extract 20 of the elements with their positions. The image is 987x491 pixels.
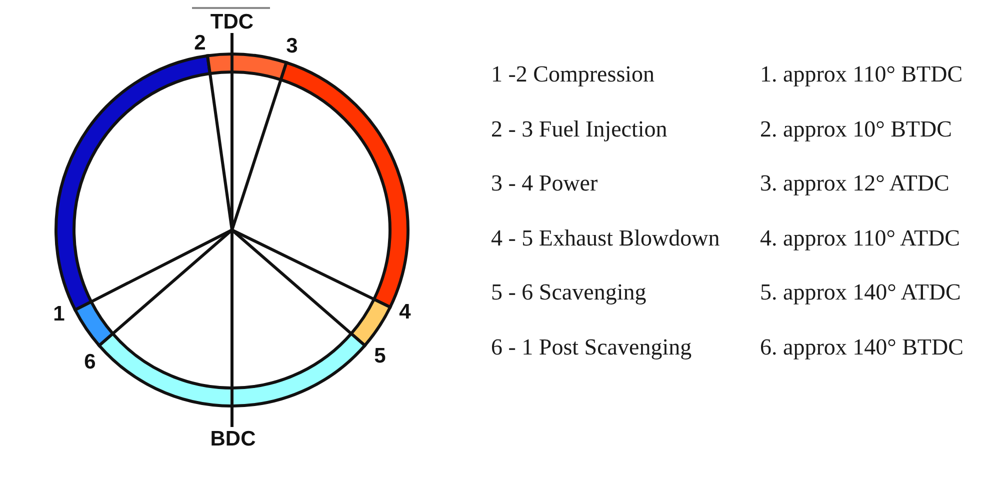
dead-center-label: BDC — [210, 428, 256, 450]
phase-name: 5 - 6 Scavenging — [491, 280, 646, 304]
timing-angle: 4. approx 110° ATDC — [760, 226, 960, 250]
callout-number: 4 — [399, 302, 411, 322]
timing-angle: 2. approx 10° BTDC — [760, 117, 952, 140]
callout-number: 1 — [53, 304, 65, 324]
timing-angle: 3. approx 12° ATDC — [760, 172, 950, 195]
dead-center-label: TDC — [210, 12, 254, 32]
callout-number: 2 — [194, 32, 206, 54]
timing-angle: 5. approx 140° ATDC — [760, 280, 961, 304]
phase-name: 2 - 3 Fuel Injection — [491, 117, 668, 140]
phase-name: 4 - 5 Exhaust Blowdown — [491, 226, 720, 250]
timing-angle: 1. approx 110° BTDC — [760, 62, 963, 86]
callout-number: 5 — [374, 346, 386, 366]
callout-number: 6 — [84, 352, 96, 372]
phase-name: 1 -2 Compression — [491, 62, 655, 86]
callout-number: 3 — [286, 36, 298, 56]
phase-name: 3 - 4 Power — [491, 172, 598, 195]
phase-name: 6 - 1 Post Scavenging — [491, 336, 692, 358]
timing-angle: 6. approx 140° BTDC — [760, 336, 964, 358]
